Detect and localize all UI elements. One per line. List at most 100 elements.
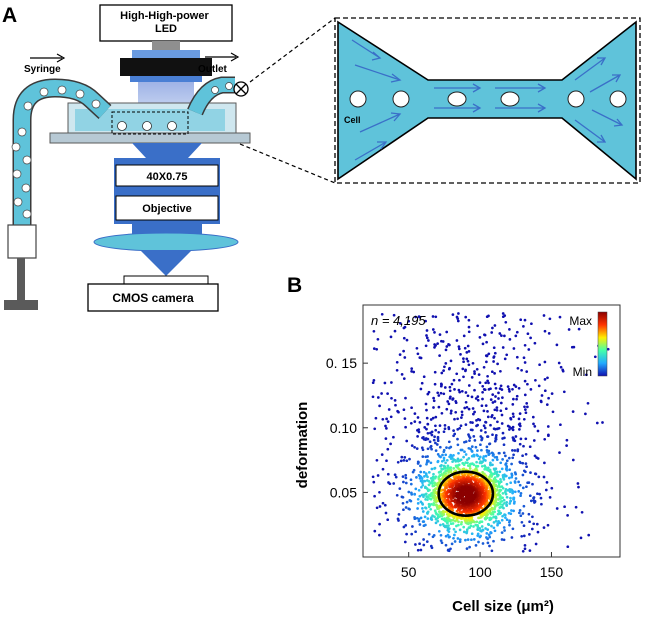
scatter-point (466, 461, 469, 465)
scatter-point (523, 343, 527, 347)
scatter-point (511, 456, 515, 460)
scatter-point (449, 409, 453, 413)
scatter-point (436, 453, 440, 456)
scatter-point (508, 468, 511, 472)
scatter-point (496, 501, 500, 505)
scatter-point (468, 436, 472, 440)
scatter-point (493, 455, 497, 459)
scatter-point (504, 407, 508, 411)
scatter-point (411, 525, 414, 528)
scatter-point (436, 342, 439, 345)
scatter-point (444, 472, 448, 475)
scatter-point (395, 493, 399, 497)
scatter-point (430, 433, 434, 437)
scatter-point (542, 475, 546, 479)
scatter-point (523, 361, 527, 364)
scatter-point (427, 471, 431, 474)
scatter-point (425, 427, 428, 431)
scatter-point (494, 499, 498, 503)
scatter-point (452, 429, 455, 432)
scatter-point (395, 368, 399, 372)
scatter-point (492, 515, 495, 519)
scatter-point (429, 418, 433, 421)
scatter-point (410, 444, 414, 447)
scatter-point (441, 453, 444, 457)
scatter-point (487, 533, 491, 537)
scatter-point (411, 470, 415, 474)
scatter-point (524, 452, 528, 456)
scatter-point (436, 513, 440, 517)
scatter-point (438, 354, 441, 357)
scatter-point (470, 532, 474, 536)
scatter-point (460, 410, 464, 414)
scatter-point (518, 424, 522, 428)
scatter-point (473, 388, 476, 392)
scatter-point (410, 406, 413, 410)
scatter-point (540, 394, 544, 397)
scatter-point (547, 434, 550, 438)
scatter-point (500, 388, 504, 391)
scatter-point (471, 421, 474, 424)
scatter-point (402, 459, 406, 462)
scatter-point (515, 330, 519, 334)
scatter-point (505, 353, 509, 357)
scatter-point (547, 396, 550, 400)
scatter-point (473, 439, 477, 442)
scatter-point (488, 475, 491, 479)
scatter-point (442, 450, 446, 454)
scatter-point (443, 427, 447, 431)
scatter-point (456, 319, 460, 323)
scatter-point (384, 437, 388, 440)
scatter-point (407, 319, 411, 323)
scatter-point (433, 435, 436, 439)
scatter-point (441, 522, 445, 526)
scatter-point (529, 499, 533, 503)
scatter-point (485, 360, 488, 364)
scatter-point (393, 329, 397, 333)
scatter-point (522, 524, 526, 528)
scatter-point (466, 394, 470, 398)
scatter-point (404, 396, 407, 400)
scatter-point (447, 471, 451, 474)
scatter-point (540, 502, 543, 506)
scatter-point (470, 538, 473, 542)
scatter-point (447, 402, 451, 406)
scatter-point (494, 434, 498, 437)
scatter-point (460, 413, 464, 417)
scatter-point (428, 440, 432, 444)
scatter-point (466, 359, 470, 363)
scatter-point (499, 500, 503, 503)
scatter-point (510, 426, 513, 430)
scatter-point (381, 501, 385, 505)
scatter-point (484, 430, 487, 434)
scatter-point (453, 498, 457, 502)
scatter-point (521, 454, 524, 458)
scatter-point (492, 526, 496, 530)
scatter-point (500, 413, 504, 417)
scatter-point (420, 381, 424, 385)
scatter-point (512, 383, 516, 387)
scatter-point (531, 482, 534, 486)
scatter-point (478, 526, 482, 530)
scatter-point (472, 412, 475, 416)
scatter-point (408, 457, 411, 461)
scatter-point (475, 460, 478, 464)
scatter-point (559, 365, 563, 369)
scatter-point (546, 523, 550, 527)
scatter-point (523, 547, 527, 551)
scatter-point (499, 409, 503, 413)
scatter-point (446, 516, 449, 519)
scatter-point (477, 457, 481, 461)
scatter-point (444, 453, 448, 457)
scatter-point (441, 473, 445, 477)
scatter-point (509, 496, 512, 500)
scatter-point (452, 527, 456, 531)
scatter-point (421, 481, 424, 485)
objective-mag-label: 40X0.75 (147, 171, 188, 183)
scatter-point (501, 458, 504, 461)
scatter-point (515, 394, 519, 398)
scatter-point (526, 481, 529, 485)
scatter-point (535, 456, 538, 459)
scatter-point (427, 459, 430, 463)
scatter-point (478, 336, 482, 339)
